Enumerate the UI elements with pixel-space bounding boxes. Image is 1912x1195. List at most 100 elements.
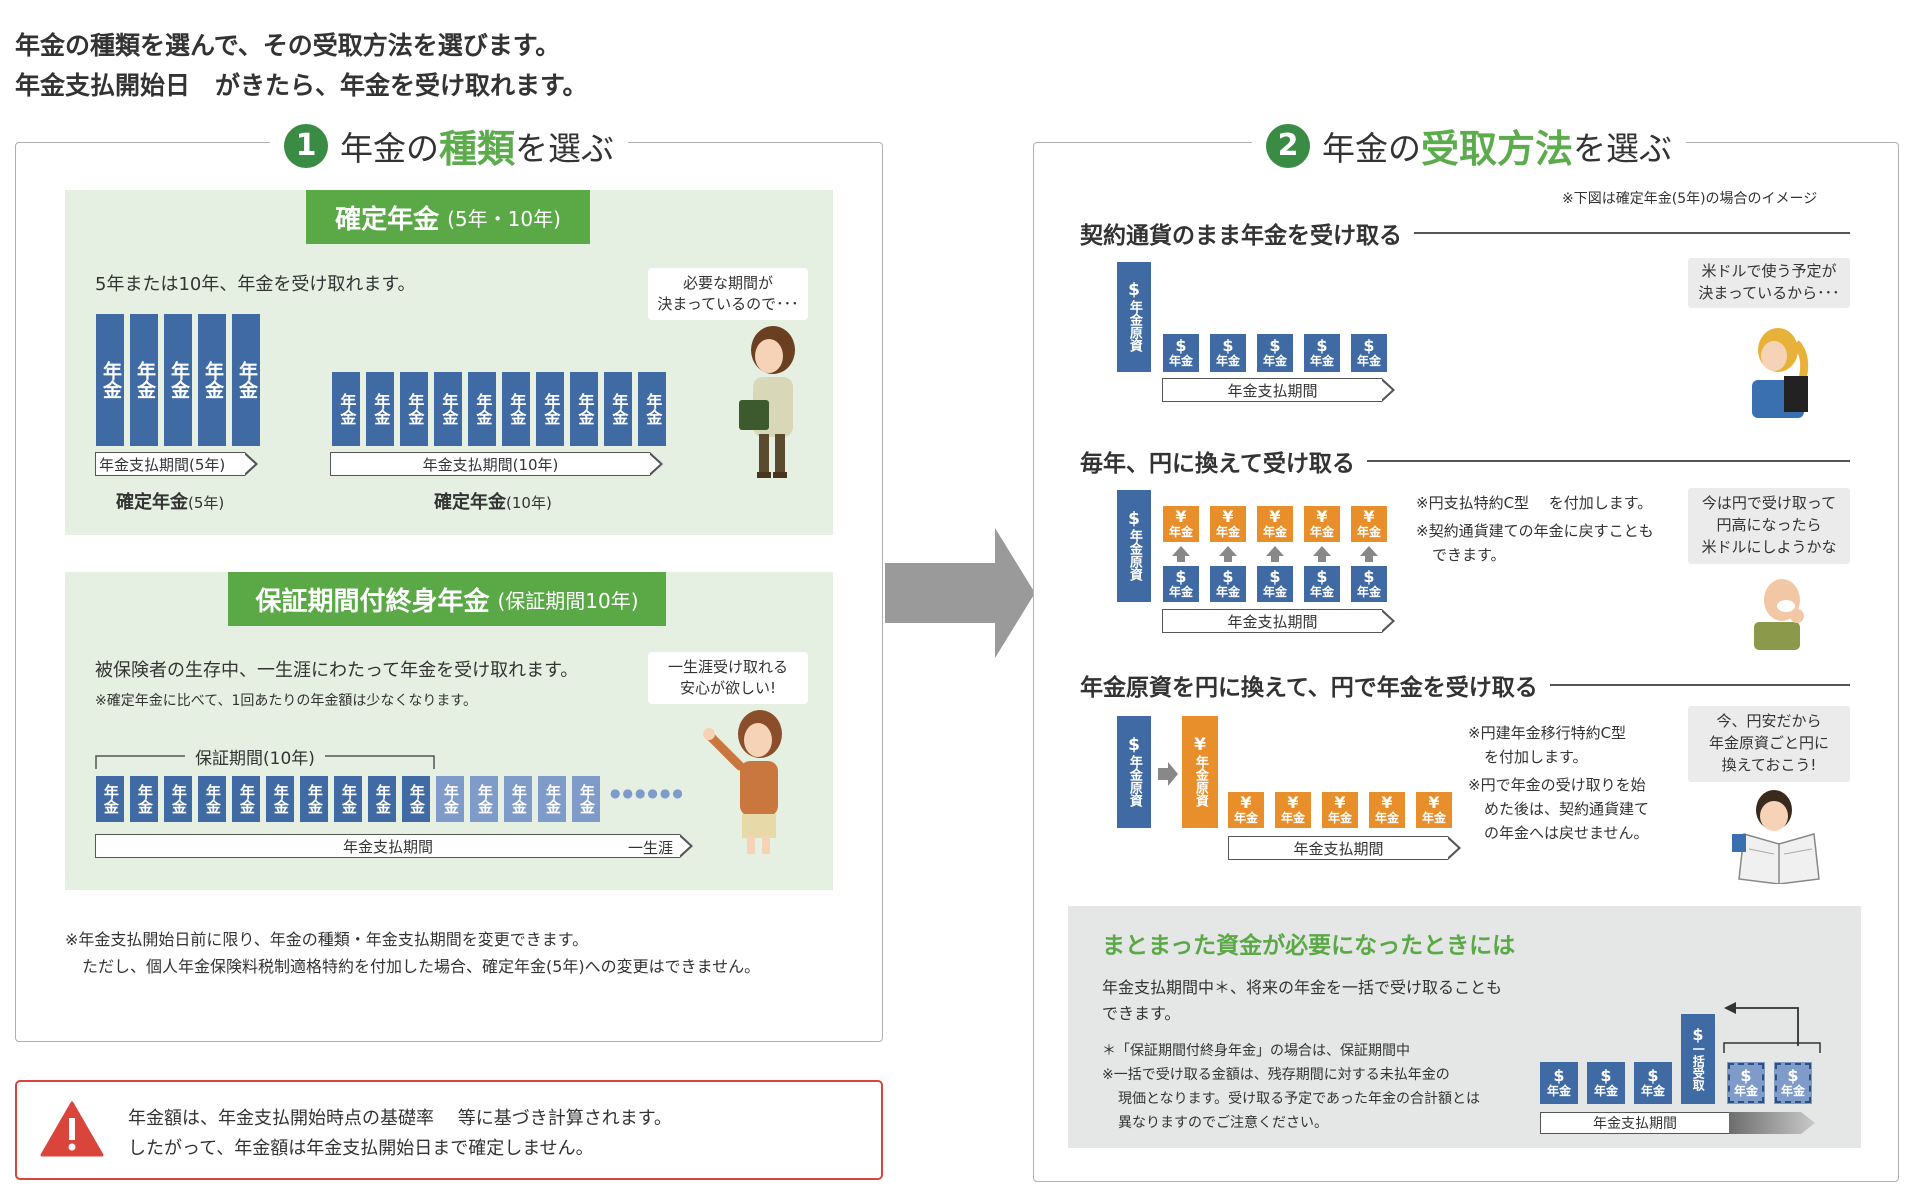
fixed5-block: 年金 — [198, 314, 226, 446]
section3-usd-principal-block: $年金原資 — [1117, 716, 1151, 828]
section3-jpy-block-symbol: ¥ — [1381, 793, 1393, 813]
section2-usd-block: $年金 — [1257, 566, 1293, 602]
lump-sum-period-label: 年金支払期間 — [1593, 1116, 1677, 1132]
fixed10-block: 年金 — [400, 372, 428, 446]
fixed5-block-text: 年金 — [235, 361, 258, 399]
fixed-annuity-desc: 5年または10年、年金を受け取れます。 — [95, 274, 416, 295]
guarantee-block: 年金 — [164, 776, 192, 822]
fixed10-block-text: 年金 — [337, 393, 357, 425]
section2-note-1: ※円支払特約C型 を付加します。 — [1416, 494, 1653, 512]
section3-jpy-block-text: 年金 — [1327, 811, 1352, 826]
guarantee-block-text: 年金 — [169, 784, 188, 814]
section2-usd-block-symbol: $ — [1363, 567, 1375, 587]
guarantee-block-text: 年金 — [237, 784, 256, 814]
section2-jpy-block-symbol: ¥ — [1269, 507, 1281, 527]
fixed5-block: 年金 — [164, 314, 192, 446]
section3-usd-principal-block-text: 年金原資 — [1126, 754, 1142, 807]
fixed5-block-text: 年金 — [201, 361, 224, 399]
fixed5-block: 年金 — [130, 314, 158, 446]
section2-usd-block-symbol: $ — [1175, 567, 1187, 587]
woman-with-bag-illustration — [739, 326, 795, 478]
section1-principal-block: $年金原資 — [1117, 262, 1151, 372]
section1-usd-block-text: 年金 — [1262, 354, 1287, 369]
fixed10-block-text: 年金 — [439, 393, 459, 425]
section2-title: 毎年、円に換えて受け取る — [1080, 451, 1355, 477]
woman-waving-illustration — [703, 710, 782, 854]
section3-speech-bubble: 今、円安だから 年金原資ごと円に 換えておこう! — [1688, 706, 1850, 782]
section3-title: 年金原資を円に換えて、円で年金を受け取る — [1080, 675, 1538, 701]
lump-future-block: $年金 — [1774, 1062, 1812, 1104]
guarantee-block-text: 年金 — [441, 784, 460, 814]
step2-number: 2 — [1266, 123, 1310, 168]
fixed10-block-text: 年金 — [643, 393, 663, 425]
fixed10-block-text: 年金 — [507, 393, 527, 425]
section3-jpy-block-text: 年金 — [1280, 811, 1305, 826]
section2-usd-block-text: 年金 — [1262, 585, 1287, 600]
guarantee-block: 年金 — [470, 776, 498, 822]
section1-usd-block-text: 年金 — [1168, 354, 1193, 369]
lump-future-block-symbol: $ — [1787, 1066, 1799, 1086]
section2-note-2a: ※契約通貨建ての年金に戻すことも — [1416, 522, 1654, 540]
lump-paid-block-text: 年金 — [1546, 1084, 1571, 1099]
lump-sum-return-arrow — [1724, 1002, 1799, 1046]
lump-future-block: $年金 — [1727, 1062, 1765, 1104]
lump-paid-block-text: 年金 — [1593, 1084, 1618, 1099]
section2-usd-block-symbol: $ — [1269, 567, 1281, 587]
fixed10-block-text: 年金 — [609, 393, 629, 425]
section2-period-arrow: 年金支払期間 — [1162, 608, 1395, 633]
section1-usd-block-text: 年金 — [1309, 354, 1334, 369]
section3-period-arrow: 年金支払期間 — [1228, 835, 1461, 860]
lump-paid-block: $年金 — [1587, 1062, 1625, 1104]
lump-sum-desc-2: できます。 — [1102, 1004, 1181, 1023]
section2-usd-block-text: 年金 — [1309, 585, 1334, 600]
lump-sum-box — [1068, 906, 1861, 1148]
woman-shopping-illustration — [1752, 328, 1809, 418]
lump-paid-block-text: 年金 — [1640, 1084, 1665, 1099]
section3-jpy-block-symbol: ¥ — [1287, 793, 1299, 813]
lump-paid-block-symbol: $ — [1647, 1066, 1659, 1086]
section3-note-1a: ※円建年金移行特約C型 — [1468, 724, 1627, 742]
lump-sum-note-2b: 現価となります。受け取る予定であった年金の合計額とは — [1118, 1091, 1481, 1107]
lump-paid-block: $年金 — [1540, 1062, 1578, 1104]
section1-usd-block-symbol: $ — [1175, 336, 1187, 356]
fixed5-block: 年金 — [96, 314, 124, 446]
section2-jpy-block: ¥年金 — [1351, 506, 1387, 542]
section2-usd-block: $年金 — [1210, 566, 1246, 602]
fixed10-block: 年金 — [536, 372, 564, 446]
section3-jpy-block: ¥年金 — [1416, 792, 1452, 828]
section2-principal-block-text: 年金原資 — [1126, 528, 1142, 581]
section2-convert-up-arrow — [1219, 546, 1237, 562]
fixed5-caption-sub: (5年) — [188, 494, 225, 512]
guarantee-period-end: 一生涯 — [628, 839, 674, 857]
guarantee-block: 年金 — [198, 776, 226, 822]
step1-number: 1 — [284, 123, 328, 168]
lump-sum-block-text: 一括受取 — [1691, 1043, 1706, 1092]
fixed5-block: 年金 — [232, 314, 260, 446]
step2-title-pre: 年金の — [1322, 128, 1421, 168]
section2-jpy-block-symbol: ¥ — [1222, 507, 1234, 527]
section3-jpy-block: ¥年金 — [1322, 792, 1358, 828]
warning-line-1: 年金額は、年金支払開始時点の基礎率 等に基づき計算されます。 — [128, 1108, 672, 1129]
section2-jpy-block-text: 年金 — [1356, 525, 1381, 540]
guarantee-block-text: 年金 — [339, 784, 358, 814]
section1-usd-block-symbol: $ — [1222, 336, 1234, 356]
section3-period-label: 年金支払期間 — [1293, 839, 1384, 858]
guarantee-block-text: 年金 — [135, 784, 154, 814]
section3-note-2c: の年金へは戻せません。 — [1484, 824, 1649, 842]
fixed10-caption: 確定年金(10年) — [434, 488, 552, 514]
lump-sum-note-2c: 異なりますのでご注意ください。 — [1118, 1115, 1328, 1131]
man-thinking-illustration — [1754, 579, 1804, 650]
fixed10-block: 年金 — [332, 372, 360, 446]
section1-rule — [1414, 232, 1850, 234]
step1-footnote-1: ※年金支払開始日前に限り、年金の種類・年金支払期間を変更できます。 — [65, 930, 589, 949]
lump-sum-period-gradient — [1729, 1112, 1815, 1134]
lump-sum-future-bracket — [1723, 1042, 1821, 1053]
section3-jpy-block-symbol: ¥ — [1428, 793, 1440, 813]
section2-jpy-block-text: 年金 — [1215, 525, 1240, 540]
guarantee-block: 年金 — [334, 776, 362, 822]
guarantee-block: 年金 — [96, 776, 124, 822]
section3-convert-arrow — [1158, 762, 1178, 786]
section1-usd-block: $年金 — [1257, 334, 1293, 372]
section1-usd-block-symbol: $ — [1316, 336, 1328, 356]
lump-paid-block-symbol: $ — [1600, 1066, 1612, 1086]
